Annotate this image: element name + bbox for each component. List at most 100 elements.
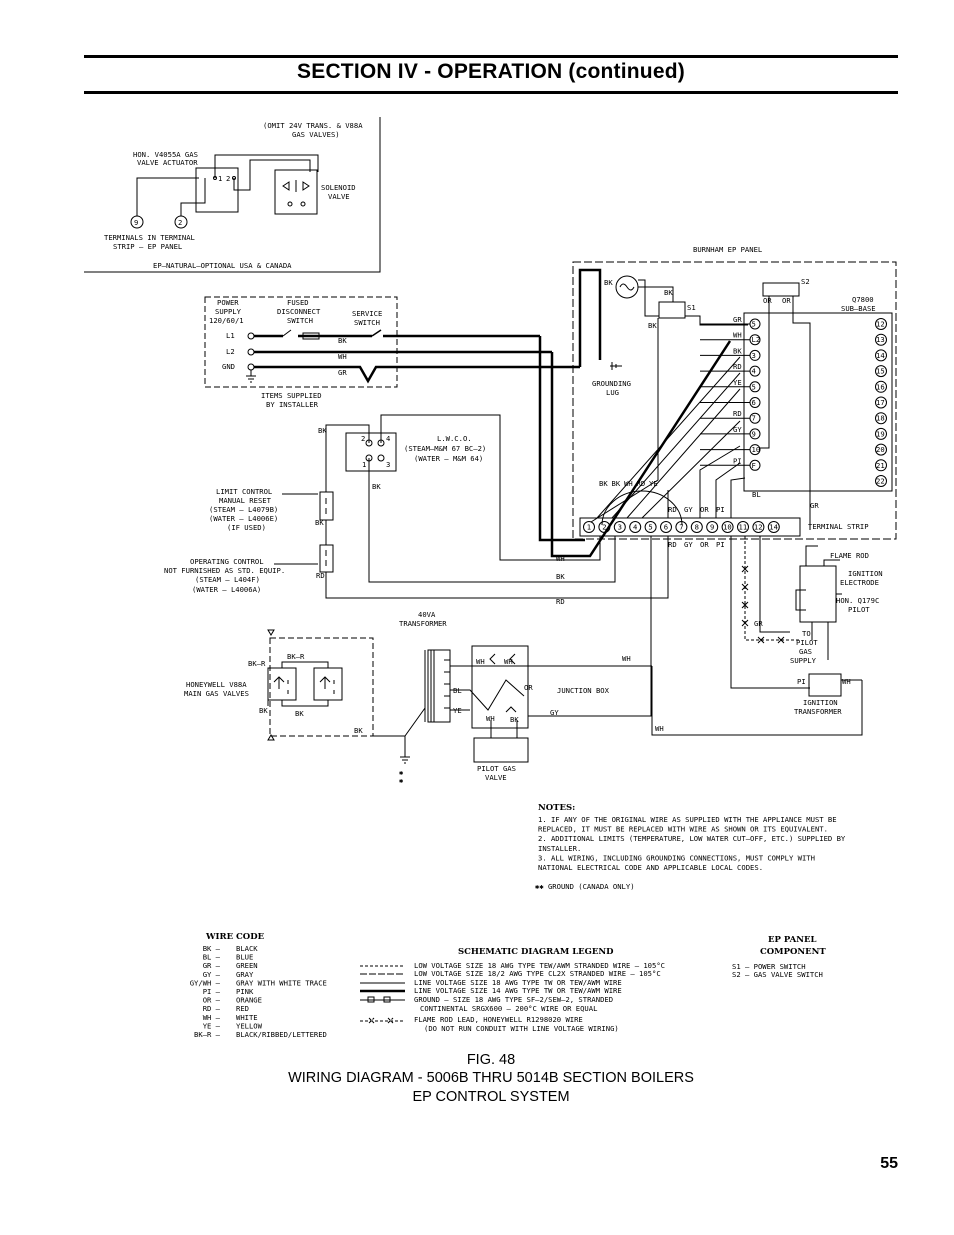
q7800-left-wire-label: BK bbox=[733, 346, 742, 355]
lwco-pin-4: 4 bbox=[386, 434, 390, 443]
q7800-right-terminal bbox=[875, 443, 887, 456]
limit-wire-bk: BK bbox=[315, 518, 324, 527]
actuator-wire-a bbox=[214, 154, 319, 178]
q7800-right-terminal-label: 17 bbox=[876, 398, 885, 407]
wire-code-name: ORANGE bbox=[236, 996, 262, 1005]
junction-box bbox=[471, 645, 529, 729]
panel-wire-gr: GR bbox=[810, 501, 819, 510]
inset-terminal-2 bbox=[174, 215, 188, 229]
strip-terminal bbox=[660, 521, 672, 533]
transformer-core bbox=[424, 650, 435, 722]
lamp-wire bbox=[638, 286, 674, 302]
fused-label-3: SWITCH bbox=[287, 316, 313, 325]
wire-code-name: GRAY WITH WHITE TRACE bbox=[236, 978, 327, 987]
actuator-wire-b bbox=[233, 159, 311, 191]
power-supply-label-3: 120/60/1 bbox=[209, 316, 244, 325]
limit-label-4: (WATER – L4006E) bbox=[209, 514, 278, 523]
fused-label-1: FUSED bbox=[287, 298, 309, 307]
q7800-right-terminal-label: 20 bbox=[876, 445, 885, 454]
wire-code-entry: PI – bbox=[203, 987, 221, 996]
v88a-wire-bk-left: BK bbox=[259, 706, 268, 715]
actuator-wire-d bbox=[180, 178, 206, 216]
page-number: 55 bbox=[880, 1155, 898, 1172]
q7800-left-wire-label: WH bbox=[733, 331, 742, 340]
q7800-right-terminal-label: 15 bbox=[876, 367, 885, 376]
junction-wire-wh-c: WH bbox=[486, 714, 495, 723]
inset-omit-note-1: (OMIT 24V TRANS. & V88A bbox=[263, 121, 363, 130]
v88a-bkr-left: BK–R bbox=[248, 659, 266, 668]
strip-terminal-label: 3 bbox=[618, 523, 622, 532]
title-rule bbox=[84, 91, 898, 94]
strip-terminal bbox=[629, 521, 642, 533]
strip-wire-rd: RD bbox=[556, 597, 565, 606]
strip-bottom-wire-label: GY bbox=[684, 540, 693, 549]
actuator-label-2: VALVE ACTUATOR bbox=[137, 158, 198, 167]
strip-top-wire-label: RD bbox=[637, 479, 646, 488]
q7800-left-terminal-label: L2 bbox=[752, 335, 761, 344]
transformer-label-1: 40VA bbox=[418, 610, 436, 619]
terminals-label-1: TERMINALS IN TERMINAL bbox=[104, 233, 195, 242]
fused-label-2: DISCONNECT bbox=[277, 307, 321, 316]
s2-wire-right bbox=[792, 296, 811, 530]
strip-terminal-label: 1 bbox=[587, 523, 591, 532]
strip-bottom-wire-label: RD bbox=[668, 540, 677, 549]
figure-number: FIG. 48 bbox=[466, 1052, 516, 1068]
s1-switch bbox=[658, 301, 686, 319]
q7800-right-terminal bbox=[875, 318, 887, 330]
inset-terminal-9 bbox=[130, 215, 144, 229]
wire-code-name: GRAY bbox=[236, 970, 254, 979]
gnd-line bbox=[254, 365, 580, 384]
component-heading-2: COMPONENT bbox=[760, 947, 826, 957]
wire-code-entry: GY – bbox=[203, 970, 221, 979]
lwco-box bbox=[345, 432, 397, 472]
strip-bottom-wire-label: PI bbox=[716, 540, 725, 549]
v88a-valve-2 bbox=[313, 667, 343, 701]
q7800-left-terminal-label: 4 bbox=[752, 367, 756, 376]
v88a-wiring bbox=[267, 661, 329, 707]
junction-wire-wh-out: WH bbox=[622, 654, 631, 663]
wire-code-name: WHITE bbox=[236, 1013, 258, 1022]
power-supply-section: POWER SUPPLY 120/60/1 FUSED DISCONNECT S… bbox=[204, 296, 580, 409]
power-wire-bk: BK bbox=[338, 336, 347, 345]
strip-top-wire-label-2: PI bbox=[716, 505, 725, 514]
v88a-label-2: MAIN GAS VALVES bbox=[184, 689, 249, 698]
junction-wire-wh-a: WH bbox=[476, 657, 485, 666]
page-title: SECTION IV - OPERATION (continued) bbox=[297, 60, 685, 83]
q7800-left-terminal-label: 5 bbox=[752, 382, 756, 391]
v88a-enclosure bbox=[269, 637, 374, 737]
q7800-left-wire-label: GR bbox=[733, 315, 742, 324]
terminal-strip bbox=[579, 517, 801, 537]
component-line-2: S2 – GAS VALVE SWITCH bbox=[732, 970, 823, 979]
ignition-transformer bbox=[808, 673, 842, 697]
pilot-valve-label-2: VALVE bbox=[485, 773, 507, 782]
wire-code-name: RED bbox=[236, 1004, 249, 1013]
pi-wire bbox=[730, 536, 810, 689]
pilot-gas-valve bbox=[473, 737, 529, 763]
transformer-label-2: TRANSFORMER bbox=[399, 619, 447, 628]
q7800-right-terminal bbox=[875, 412, 887, 425]
wire-code-entry: BL – bbox=[203, 953, 221, 962]
lwco-pin-3: 3 bbox=[386, 460, 390, 469]
solenoid-label-2: VALVE bbox=[328, 192, 350, 201]
wire-code-entry: GR – bbox=[203, 961, 221, 970]
junction-wire-or: OR bbox=[524, 683, 533, 692]
ignition-electrode-label-1: IGNITION bbox=[848, 569, 883, 578]
s1-wire-bk-2: BK bbox=[648, 321, 657, 330]
wire-code-name: PINK bbox=[236, 987, 254, 996]
grounding-label-2: LUG bbox=[606, 388, 619, 397]
wire-code-name: BLACK bbox=[236, 944, 258, 953]
ignition-electrode-label-2: ELECTRODE bbox=[840, 578, 879, 587]
gnd-symbol bbox=[246, 370, 256, 383]
transformer-wire-bk: BK bbox=[354, 726, 363, 735]
q7800-subbase bbox=[743, 312, 893, 492]
strip-terminal bbox=[583, 521, 595, 533]
l2-label: L2 bbox=[226, 347, 235, 356]
strip-hub-circle bbox=[601, 490, 683, 526]
strip-terminal bbox=[721, 521, 734, 533]
strip-top-wire-label-2: OR bbox=[700, 505, 709, 514]
optional-actuator-inset: (OMIT 24V TRANS. & V88A GAS VALVES) HON.… bbox=[84, 117, 381, 273]
power-switch-lamp-mark bbox=[619, 283, 635, 291]
top-rule bbox=[84, 55, 898, 58]
